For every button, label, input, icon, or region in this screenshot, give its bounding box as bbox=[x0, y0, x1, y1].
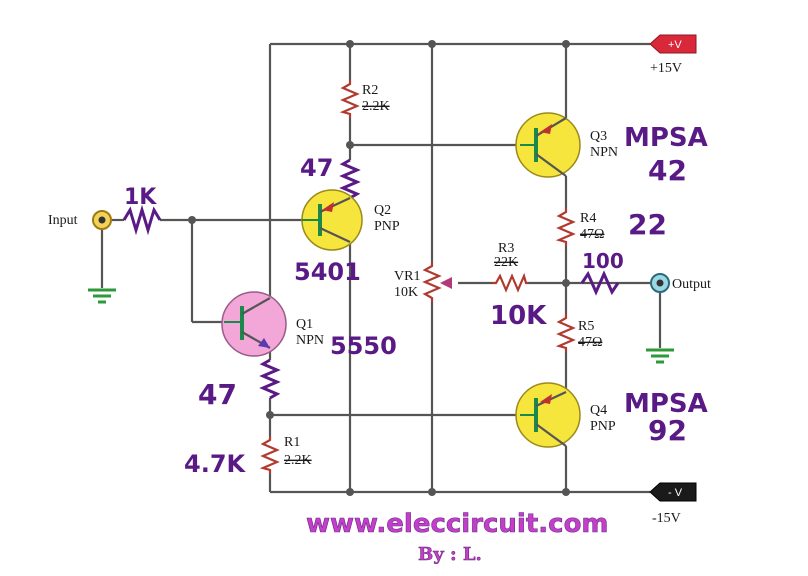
r4-resistor bbox=[555, 208, 576, 246]
vr1-name: VR1 bbox=[394, 269, 420, 284]
handwritten-resistors bbox=[122, 158, 620, 400]
transistor-q3 bbox=[515, 112, 581, 178]
q2-collector-lead bbox=[319, 227, 351, 243]
q1-type: NPN bbox=[296, 333, 324, 348]
vplus-tag: +V bbox=[649, 34, 697, 54]
junction-dot bbox=[188, 216, 196, 224]
q2-emitter-resistor-hand bbox=[339, 158, 361, 200]
q1-collector-lead bbox=[241, 297, 271, 315]
q4-body bbox=[515, 382, 581, 448]
vminus-tag-label: - V bbox=[668, 487, 683, 499]
input-jack bbox=[92, 210, 112, 230]
junctions bbox=[188, 40, 570, 496]
r5-value: 47Ω bbox=[578, 335, 602, 350]
q2-name: Q2 bbox=[374, 203, 391, 218]
r1-name: R1 bbox=[284, 435, 300, 450]
input-label: Input bbox=[48, 213, 78, 228]
vr1-value: 10K bbox=[394, 285, 418, 300]
q3-name: Q3 bbox=[590, 129, 607, 144]
junction-dot bbox=[562, 279, 570, 287]
q1-body bbox=[221, 291, 287, 357]
r2-resistor bbox=[339, 80, 360, 118]
output-label: Output bbox=[672, 277, 711, 292]
q3-emitter-lead bbox=[535, 153, 567, 177]
r3-value: 22K bbox=[494, 255, 518, 270]
r5-name: R5 bbox=[578, 319, 594, 334]
vplus-arrow-tag bbox=[649, 34, 697, 54]
hand-input-res: 1K bbox=[124, 185, 157, 210]
q4-name: Q4 bbox=[590, 403, 607, 418]
hand-q4-part-b: 92 bbox=[648, 414, 687, 447]
hand-r3-new: 10K bbox=[490, 301, 547, 331]
hand-q2-emitter-res: 47 bbox=[300, 154, 333, 182]
hand-r1-new: 4.7K bbox=[184, 450, 247, 478]
r5-resistor bbox=[555, 314, 576, 352]
r1-resistor bbox=[259, 436, 280, 474]
hand-q3-part-a: MPSA bbox=[624, 123, 708, 153]
ground-input bbox=[88, 288, 116, 304]
junction-dot bbox=[562, 40, 570, 48]
hand-q1-part: 5550 bbox=[330, 332, 397, 360]
q2-arrow bbox=[322, 202, 334, 212]
junction-dot bbox=[562, 488, 570, 496]
r3-name: R3 bbox=[498, 241, 514, 256]
junction-dot bbox=[266, 411, 274, 419]
r4-name: R4 bbox=[580, 211, 596, 226]
q4-arrow bbox=[540, 394, 552, 404]
printed-labels: Input Output +15V -15V R2 2.2K R4 47Ω R3… bbox=[48, 61, 711, 526]
wires bbox=[100, 42, 662, 494]
q3-arrow bbox=[540, 124, 552, 134]
output-resistor-hand bbox=[580, 270, 620, 296]
vminus-tag: - V bbox=[649, 482, 697, 502]
transistor-q1 bbox=[221, 291, 287, 357]
junction-dot bbox=[428, 488, 436, 496]
q4-type: PNP bbox=[590, 419, 616, 434]
q2-type: PNP bbox=[374, 219, 400, 234]
q1-emitter-resistor-hand bbox=[259, 358, 281, 400]
hand-output-res: 100 bbox=[582, 249, 624, 273]
transistor-q4 bbox=[515, 382, 581, 448]
transistor-q2 bbox=[301, 189, 363, 251]
vminus-rail-label: -15V bbox=[652, 511, 681, 526]
hand-q4-part-a: MPSA bbox=[624, 389, 708, 419]
hand-q3-part-b: 42 bbox=[648, 154, 687, 187]
author-credit: By : L. bbox=[418, 544, 482, 565]
resistors bbox=[259, 80, 576, 474]
vr1-wiper-arrow bbox=[440, 277, 452, 289]
r3-resistor bbox=[492, 272, 528, 293]
q3-type: NPN bbox=[590, 145, 618, 160]
q1-name: Q1 bbox=[296, 317, 313, 332]
vminus-arrow-tag bbox=[649, 482, 697, 502]
input-resistor-hand bbox=[122, 204, 162, 236]
output-jack bbox=[650, 273, 670, 293]
website-brand: www.eleccircuit.com bbox=[306, 509, 609, 539]
q4-collector-lead bbox=[535, 423, 567, 447]
junction-dot bbox=[346, 40, 354, 48]
junction-dot bbox=[428, 40, 436, 48]
q1-arrow bbox=[258, 338, 270, 348]
vplus-rail-label: +15V bbox=[650, 61, 682, 76]
junction-dot bbox=[346, 141, 354, 149]
ground-output bbox=[646, 348, 674, 364]
vplus-tag-label: +V bbox=[668, 39, 682, 51]
handwritten-annotations: 1K 47 5401 5550 47 4.7K MPSA 42 22 10K 1… bbox=[124, 123, 708, 478]
r2-value: 2.2K bbox=[362, 99, 390, 114]
vr1-resistor bbox=[422, 262, 442, 302]
q3-body bbox=[515, 112, 581, 178]
r4-value: 47Ω bbox=[580, 227, 604, 242]
r2-name: R2 bbox=[362, 83, 378, 98]
hand-q1-emitter-res: 47 bbox=[198, 378, 237, 411]
input-jack-pin bbox=[98, 216, 106, 224]
hand-q2-part: 5401 bbox=[294, 258, 361, 286]
r1-value: 2.2K bbox=[284, 453, 312, 468]
output-jack-pin bbox=[656, 279, 664, 287]
junction-dot bbox=[346, 488, 354, 496]
hand-r4-new: 22 bbox=[628, 208, 667, 241]
